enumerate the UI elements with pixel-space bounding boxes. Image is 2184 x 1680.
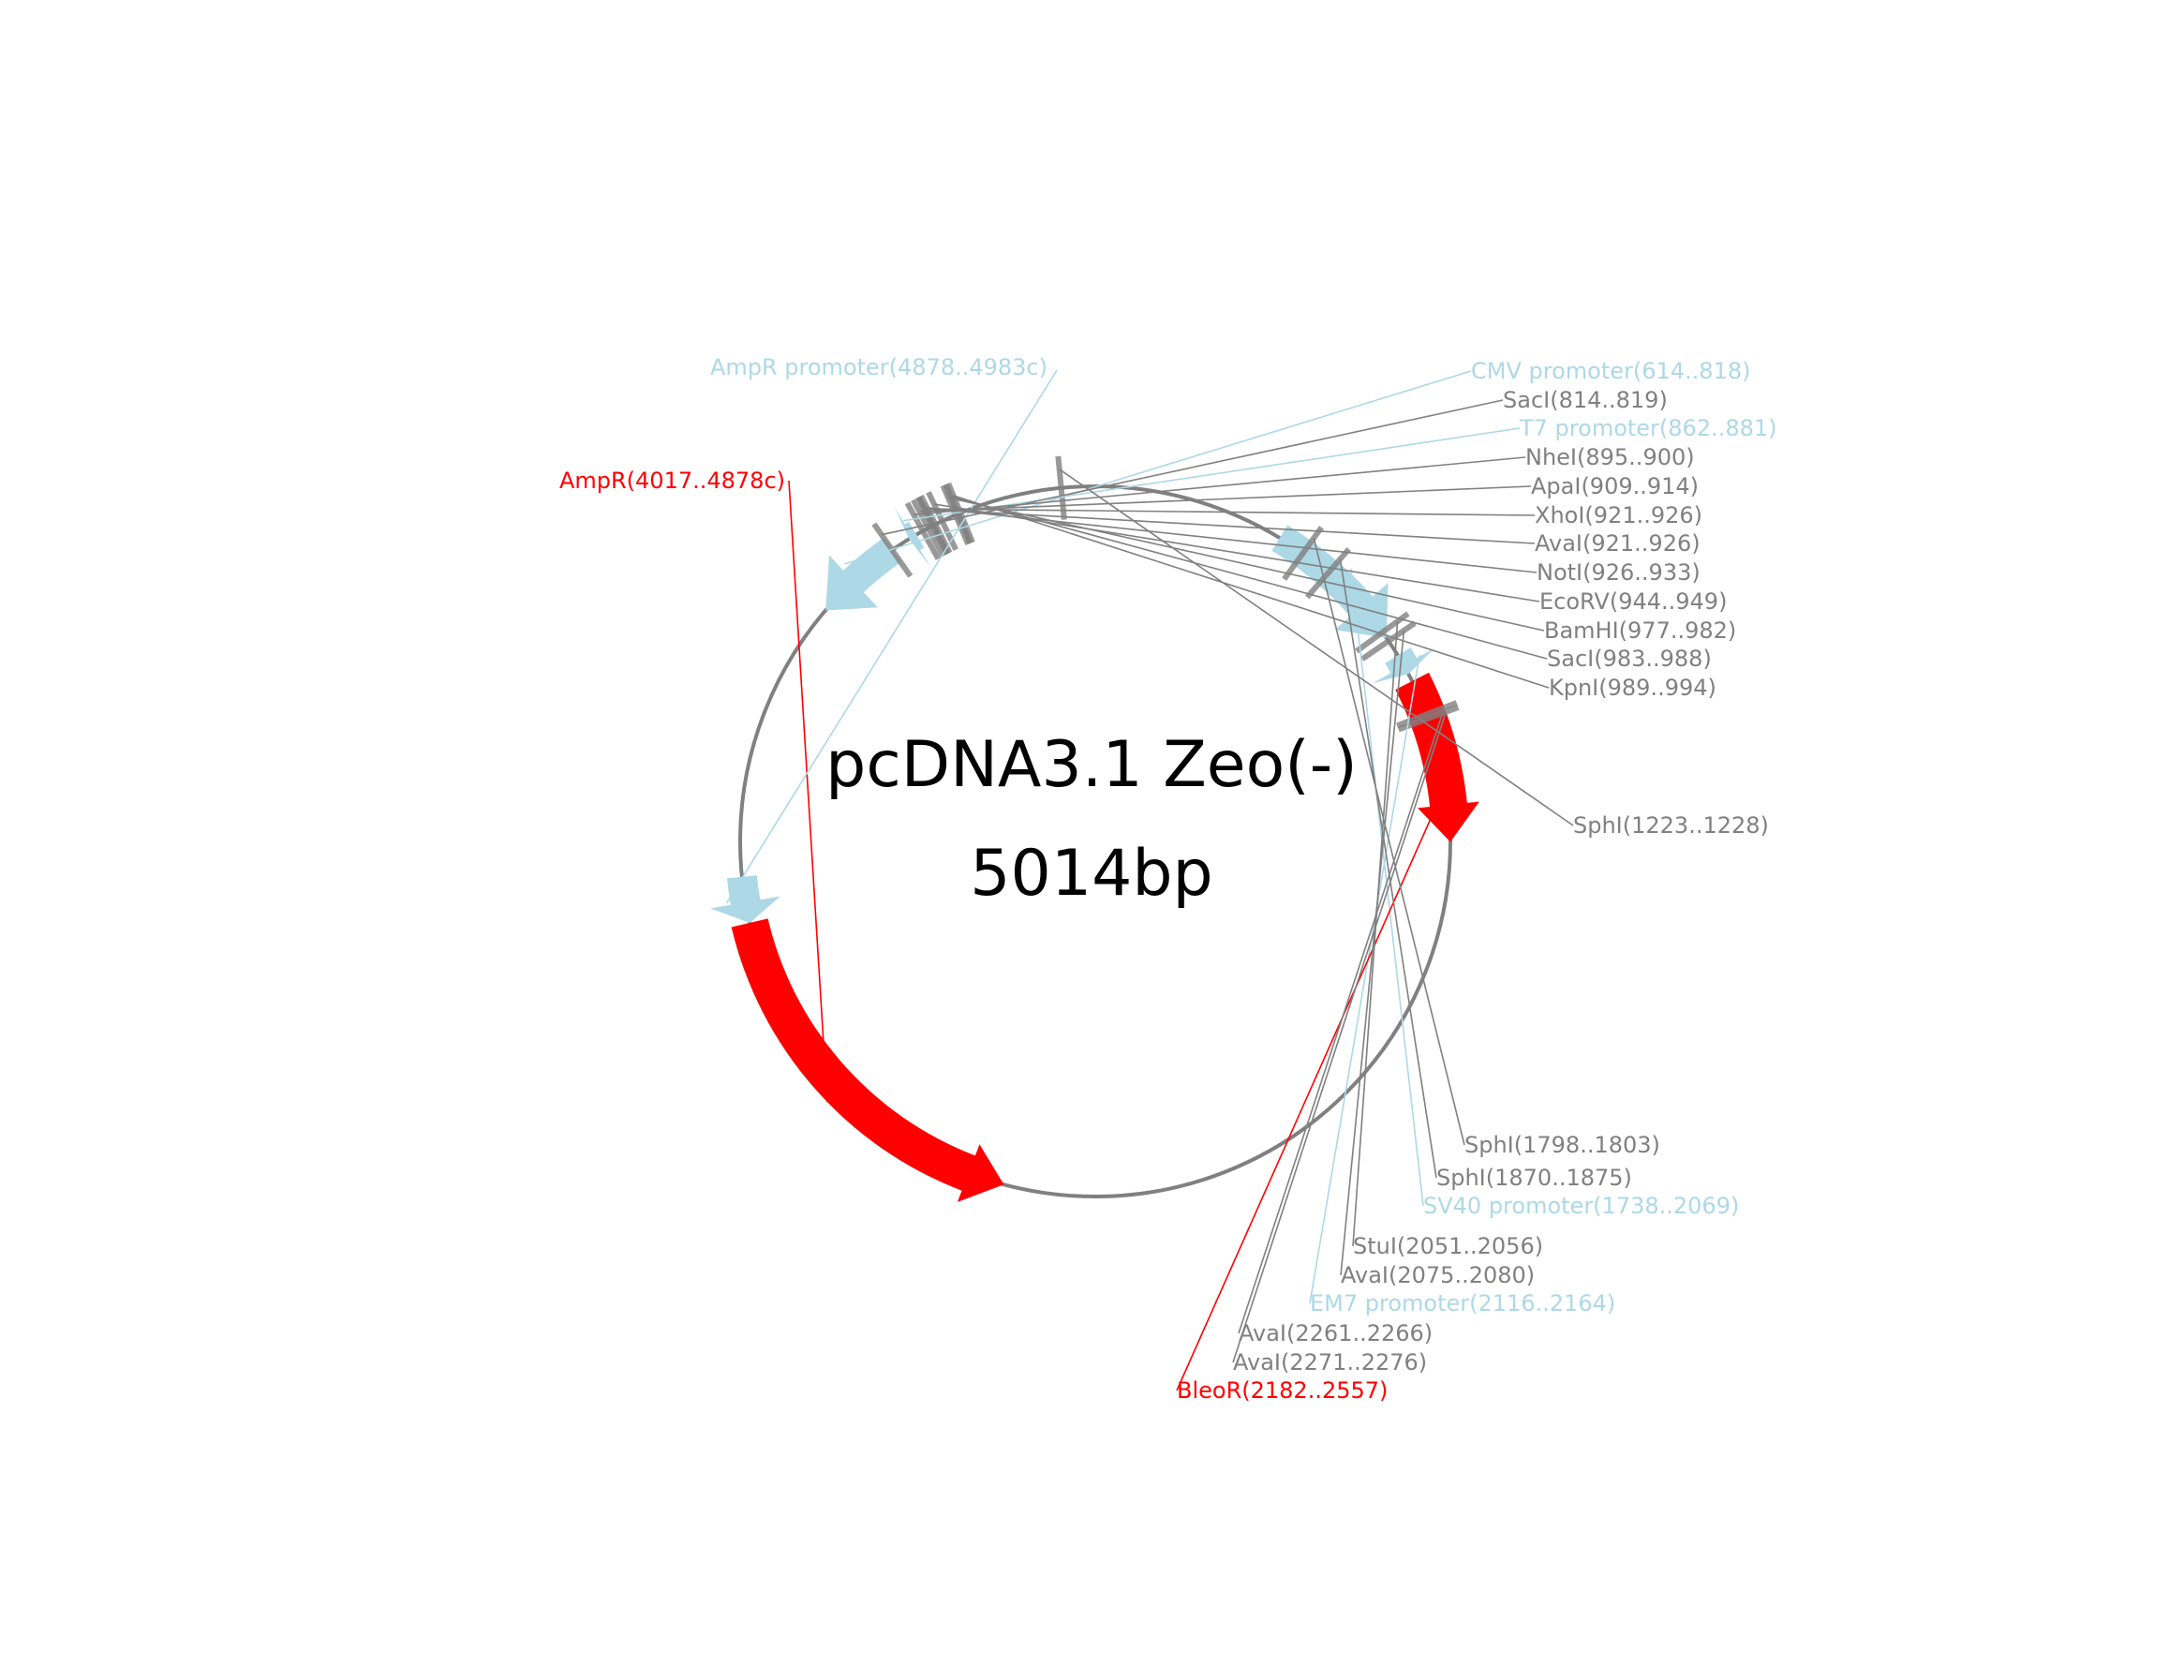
em7-promoter-leader <box>1309 655 1420 1304</box>
bleor-label: BleoR(2182..2557) <box>1177 1377 1388 1404</box>
sphi-1798-label: SphI(1798..1803) <box>1464 1132 1660 1158</box>
nhei-895-label: NheI(895..900) <box>1525 444 1695 470</box>
avai-2271-label: AvaI(2271..2276) <box>1233 1349 1427 1375</box>
kpni-989-label: KpnI(989..994) <box>1549 675 1716 701</box>
stui-2051-label: StuI(2051..2056) <box>1353 1233 1543 1259</box>
avai-2271-tick <box>1397 705 1460 733</box>
t7-promoter-label: T7 promoter(862..881) <box>1519 415 1777 441</box>
ampr-arrow <box>731 918 1004 1202</box>
label-layer: CMV promoter(614..818) T7 promoter(862..8… <box>559 354 1777 1404</box>
cmv-promoter-arrow <box>825 537 901 611</box>
avai-921-label: AvaI(921..926) <box>1535 530 1701 557</box>
ecorv-944-leader <box>933 503 1540 602</box>
apai-909-tick <box>911 498 946 558</box>
apai-909-label: ApaI(909..914) <box>1531 473 1699 499</box>
plasmid-name: pcDNA3.1 Zeo(-) <box>825 728 1358 802</box>
sv40-promoter-label: SV40 promoter(1738..2069) <box>1423 1193 1739 1219</box>
ampr-leader <box>788 480 828 1103</box>
em7-promoter-label: EM7 promoter(2116..2164) <box>1310 1290 1615 1316</box>
bamhi-977-label: BamHI(977..982) <box>1544 617 1736 644</box>
avai-2261-tick <box>1396 700 1458 729</box>
avai-2261-leader <box>1238 706 1446 1334</box>
saci-983-leader <box>950 496 1548 660</box>
sphi-1223-tick <box>1055 455 1067 520</box>
saci-983-label: SacI(983..988) <box>1547 646 1712 672</box>
nhei-895-tick <box>904 501 942 560</box>
kpni-989-leader <box>953 495 1550 689</box>
ampr-promoter-arrow <box>710 875 781 923</box>
ampr-promoter-leader <box>725 369 1058 904</box>
bleor-arrow <box>1395 672 1479 842</box>
em7-promoter-arrow <box>1373 647 1435 684</box>
sphi-1870-tick <box>1304 547 1351 600</box>
leader-layer <box>725 369 1574 1391</box>
sphi-1223-label: SphI(1223..1228) <box>1573 812 1769 839</box>
sv40-promoter-arrow <box>1271 525 1389 638</box>
ampr-label: AmpR(4017..4878c) <box>559 468 785 494</box>
avai-2261-label: AvaI(2261..2266) <box>1239 1320 1433 1346</box>
site-layer <box>871 455 1460 733</box>
avai-2271-leader <box>1232 711 1448 1363</box>
nhei-895-leader <box>914 456 1526 516</box>
stui-2051-tick <box>1355 611 1410 654</box>
apai-909-leader <box>919 485 1532 513</box>
noti-926-tick <box>918 494 953 555</box>
sphi-1798-tick <box>1282 526 1324 581</box>
avai-2075-label: AvaI(2075..2080) <box>1341 1262 1535 1288</box>
saci-814-label: SacI(814..819) <box>1503 387 1668 413</box>
sv40-promoter-leader <box>1350 568 1424 1207</box>
sphi-1870-label: SphI(1870..1875) <box>1436 1165 1632 1191</box>
sphi-1870-leader <box>1339 558 1437 1179</box>
ampr-promoter-label: AmpR promoter(4878..4983c) <box>710 354 1047 380</box>
cmv-promoter-label: CMV promoter(614..818) <box>1471 358 1750 384</box>
xhoi-921-label: XhoI(921..926) <box>1535 502 1702 528</box>
bamhi-977-leader <box>947 497 1545 632</box>
sphi-1798-leader <box>1313 538 1465 1146</box>
feature-layer <box>710 484 1479 1202</box>
kpni-989-tick <box>945 482 975 543</box>
bleor-leader <box>1176 754 1460 1391</box>
t7-promoter-arrow <box>894 506 931 568</box>
ecorv-944-label: EcoRV(944..949) <box>1539 588 1727 615</box>
avai-2075-leader <box>1340 630 1405 1276</box>
xhoi-921-leader <box>924 508 1536 516</box>
stui-2051-leader <box>1352 621 1399 1247</box>
cmv-promoter-leader <box>844 370 1472 565</box>
avai-2075-tick <box>1360 620 1417 662</box>
plasmid-length: 5014bp <box>970 837 1212 911</box>
sphi-1223-leader <box>1059 468 1574 826</box>
noti-926-label: NotI(926..933) <box>1537 559 1701 586</box>
